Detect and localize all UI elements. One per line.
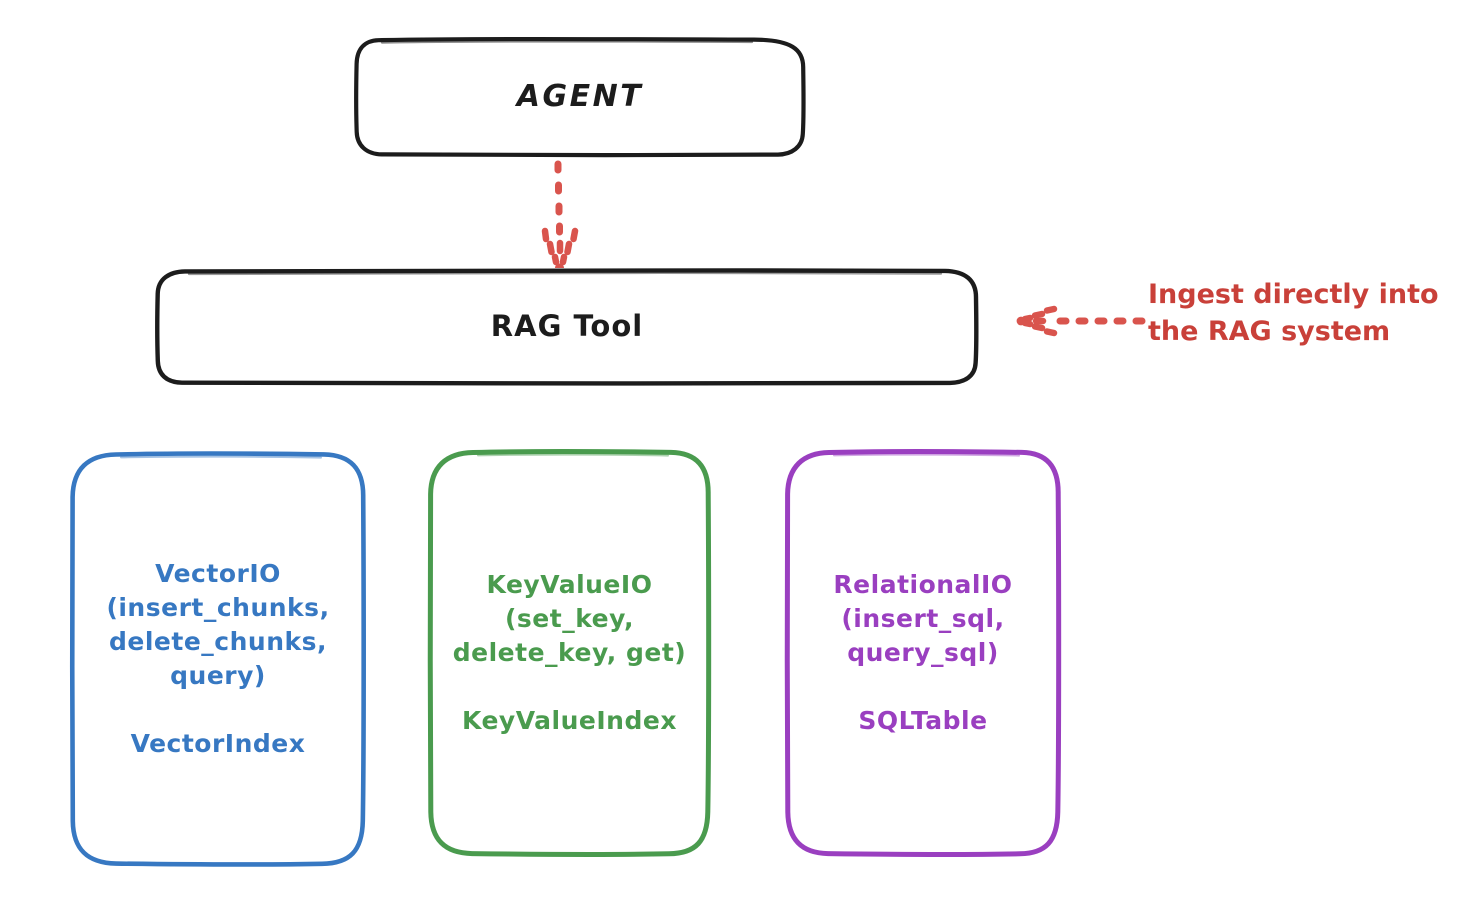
relational-io-box-border — [784, 449, 1062, 857]
node-key-value-io-label: KeyValueIO (set_key, delete_key, get) Ke… — [452, 570, 687, 735]
node-vector-io-label: VectorIO (insert_chunks, delete_chunks, … — [106, 559, 330, 758]
key-value-io-box-border — [427, 449, 712, 857]
node-agent-label: AGENT — [516, 78, 644, 114]
annotation-ingest: Ingest directly into the RAG system — [1148, 279, 1439, 347]
node-agent[interactable]: AGENT — [354, 36, 806, 158]
edge-ingest-to-rag-tool — [1016, 305, 1146, 337]
node-relational-io-label: RelationalIO (insert_sql, query_sql) SQL… — [833, 570, 1013, 735]
rag-tool-box-border — [155, 268, 979, 386]
node-relational-io[interactable]: RelationalIO (insert_sql, query_sql) SQL… — [784, 449, 1062, 857]
edge-agent-to-rag-tool — [541, 160, 579, 273]
vector-io-box-border — [69, 451, 366, 867]
agent-box-border — [354, 36, 806, 158]
node-rag-tool-label: RAG Tool — [490, 309, 644, 344]
node-key-value-io[interactable]: KeyValueIO (set_key, delete_key, get) Ke… — [427, 449, 712, 857]
node-vector-io[interactable]: VectorIO (insert_chunks, delete_chunks, … — [69, 451, 367, 867]
node-rag-tool[interactable]: RAG Tool — [155, 268, 979, 386]
